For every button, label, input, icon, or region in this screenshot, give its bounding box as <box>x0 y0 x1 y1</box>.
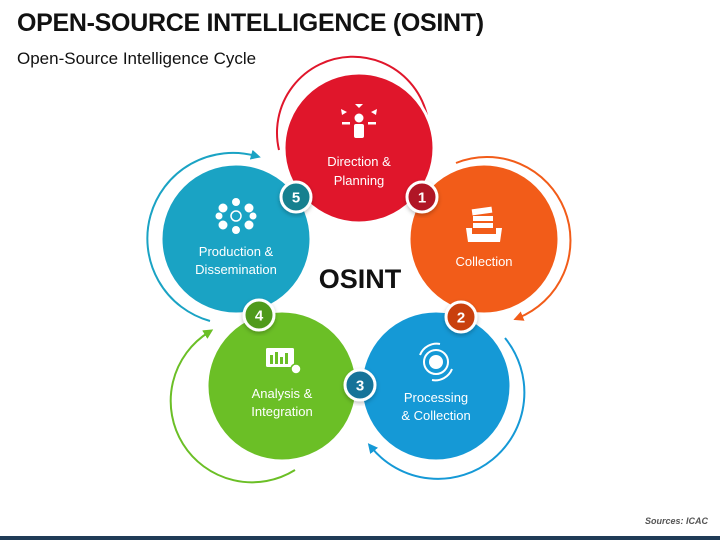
arrow-arc-collection <box>455 156 572 321</box>
step-circle <box>282 71 436 225</box>
arrow-arc-analysis <box>169 329 296 484</box>
source-note: Sources: ICAC <box>644 516 708 526</box>
badge-number: 2 <box>457 310 465 327</box>
step-label-line1: Direction & <box>327 154 391 169</box>
arrow-arc-production <box>146 149 261 322</box>
badge-number: 3 <box>356 378 364 395</box>
step-label-line1: Processing <box>404 390 468 405</box>
person-directions-icon <box>341 104 377 138</box>
step-label-line2: & Collection <box>401 408 470 423</box>
step-circle <box>359 309 513 463</box>
step-production: Production & Dissemination <box>159 162 313 316</box>
step-label-line2: Integration <box>251 404 312 419</box>
step-direction: Direction & Planning <box>282 71 436 225</box>
step-label-line1: Production & <box>199 244 274 259</box>
people-network-icon <box>215 198 257 234</box>
step-analysis: Analysis & Integration <box>205 309 359 463</box>
step-label-line2: Planning <box>334 173 385 188</box>
step-collection: Collection <box>407 162 561 316</box>
badge-number: 5 <box>292 190 300 207</box>
step-badge-3: 3 <box>343 368 377 402</box>
badge-number: 4 <box>255 308 264 325</box>
slide-subtitle: Open-Source Intelligence Cycle <box>17 49 257 68</box>
step-processing: Processing & Collection <box>359 309 513 463</box>
step-badge-5: 5 <box>279 180 313 214</box>
analytics-screen-icon <box>266 348 302 375</box>
step-badge-4: 4 <box>242 298 276 332</box>
arrow-arc-direction <box>276 55 434 151</box>
arrow-arc-processing <box>367 337 526 480</box>
step-label-line1: Collection <box>455 254 512 269</box>
gear-cycle-icon <box>419 342 453 382</box>
step-badge-2: 2 <box>444 300 478 334</box>
bottom-accent-bar <box>0 536 720 540</box>
center-label: OSINT <box>319 264 402 294</box>
documents-tray-icon <box>466 206 502 242</box>
slide-title: OPEN-SOURCE INTELLIGENCE (OSINT) <box>17 9 484 37</box>
step-label-line2: Dissemination <box>195 262 277 277</box>
step-badge-1: 1 <box>405 180 439 214</box>
step-label-line1: Analysis & <box>252 386 313 401</box>
step-circle <box>159 162 313 316</box>
badge-number: 1 <box>418 190 426 207</box>
